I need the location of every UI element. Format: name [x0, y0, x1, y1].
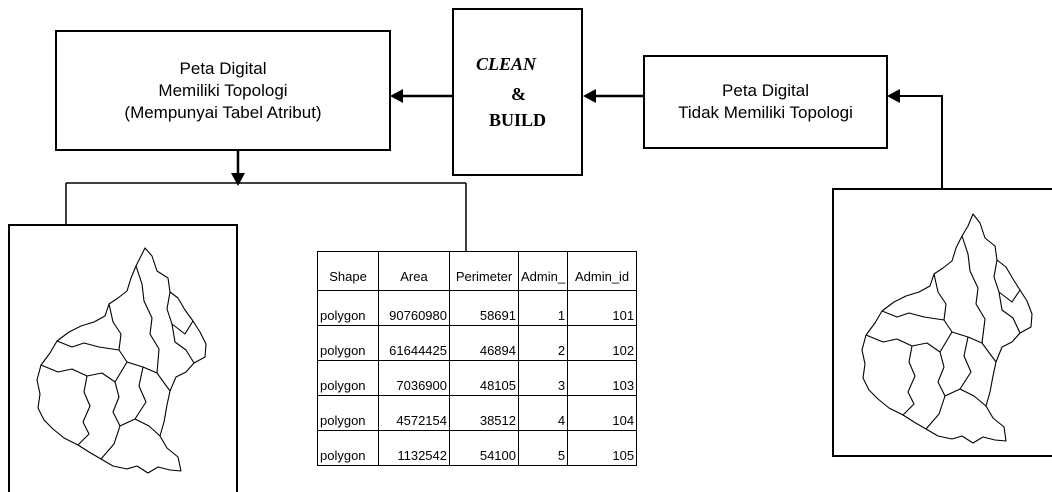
- left-box-line1: Peta Digital: [179, 58, 267, 78]
- cell-perimeter: 38512: [449, 395, 519, 431]
- cell-perimeter: 58691: [449, 290, 519, 326]
- arrow-head-center-box: [583, 89, 596, 103]
- left-box-peta-digital-topologi: Peta Digital Memiliki Topologi (Mempunya…: [55, 30, 391, 151]
- region-boundary: [100, 381, 121, 460]
- cell-admin: 2: [517, 325, 569, 361]
- cell-admin: 5: [517, 430, 569, 466]
- table-row: polygon 7036900 48105 3 103: [317, 360, 638, 396]
- left-box-line3: (Mempunyai Tabel Atribut): [124, 102, 322, 122]
- region-boundary: [961, 235, 986, 344]
- region-boundary: [108, 303, 171, 392]
- region-boundary: [902, 345, 916, 416]
- line-right-map-to-right-box: [898, 95, 943, 191]
- cell-perimeter: 48105: [449, 360, 519, 396]
- region-boundary: [925, 351, 946, 430]
- center-box-clean-build: CLEAN & BUILD: [452, 8, 583, 176]
- region-boundary: [959, 336, 972, 390]
- cell-admin-id: 101: [567, 290, 638, 326]
- cell-admin: 1: [517, 290, 569, 326]
- left-map-frame: [8, 224, 238, 492]
- cell-area: 90760980: [378, 290, 450, 326]
- table-row: polygon 1132542 54100 5 105: [317, 430, 638, 466]
- region-boundary: [865, 331, 953, 353]
- region-boundary: [998, 291, 1021, 334]
- cell-admin: 4: [517, 395, 569, 431]
- cell-shape: polygon: [317, 430, 379, 466]
- right-box-peta-digital-no-topologi: Peta Digital Tidak Memiliki Topologi: [643, 55, 888, 149]
- cell-perimeter: 46894: [449, 325, 519, 361]
- cell-shape: polygon: [317, 360, 379, 396]
- table-row: polygon 4572154 38512 4 104: [317, 395, 638, 431]
- header-admin-id: Admin_id: [567, 251, 638, 291]
- cell-area: 7036900: [378, 360, 450, 396]
- cell-area: 4572154: [378, 395, 450, 431]
- table-row: polygon 90760980 58691 1 101: [317, 290, 638, 326]
- right-box-line2: Tidak Memiliki Topologi: [678, 103, 853, 122]
- region-boundary: [77, 375, 91, 446]
- region-boundary: [171, 323, 195, 364]
- cell-admin-id: 105: [567, 430, 638, 466]
- cell-area: 61644425: [378, 325, 450, 361]
- left-box-line2: Memiliki Topologi: [158, 80, 288, 100]
- cell-admin-id: 104: [567, 395, 638, 431]
- cell-admin-id: 103: [567, 360, 638, 396]
- header-perimeter: Perimeter: [449, 251, 519, 291]
- center-amp-label: &: [511, 84, 526, 104]
- region-boundary: [944, 388, 987, 407]
- region-map-with-topology: [36, 247, 207, 474]
- cell-shape: polygon: [317, 395, 379, 431]
- cell-admin-id: 102: [567, 325, 638, 361]
- center-clean-label: CLEAN: [476, 54, 537, 74]
- center-build-label: BUILD: [489, 110, 547, 130]
- header-area: Area: [378, 251, 450, 291]
- table-header-row: Shape Area Perimeter Admin_ Admin_id: [317, 251, 638, 291]
- arrow-head-left-box: [390, 89, 403, 103]
- cell-admin: 3: [517, 360, 569, 396]
- arrow-head-down: [231, 173, 245, 186]
- right-box-line1: Peta Digital: [722, 81, 809, 100]
- cell-shape: polygon: [317, 325, 379, 361]
- region-boundary: [933, 273, 997, 363]
- region-map-without-topology: [861, 213, 1033, 444]
- region-outline: [861, 213, 1033, 444]
- region-boundary: [40, 361, 128, 383]
- attribute-table: Shape Area Perimeter Admin_ Admin_id pol…: [317, 251, 638, 466]
- region-outline: [36, 247, 207, 474]
- region-boundary: [56, 340, 120, 351]
- region-boundary: [166, 291, 194, 335]
- right-map-frame: [832, 188, 1052, 457]
- table-row: polygon 61644425 46894 2 102: [317, 325, 638, 361]
- region-boundary: [993, 259, 1021, 303]
- region-boundary: [881, 310, 945, 321]
- region-boundary: [135, 265, 160, 374]
- header-admin: Admin_: [517, 251, 569, 291]
- cell-area: 1132542: [378, 430, 450, 466]
- cell-perimeter: 54100: [449, 430, 519, 466]
- cell-shape: polygon: [317, 290, 379, 326]
- region-boundary: [119, 418, 161, 437]
- region-boundary: [134, 366, 147, 420]
- arrow-head-right-box: [887, 89, 900, 103]
- header-shape: Shape: [317, 251, 379, 291]
